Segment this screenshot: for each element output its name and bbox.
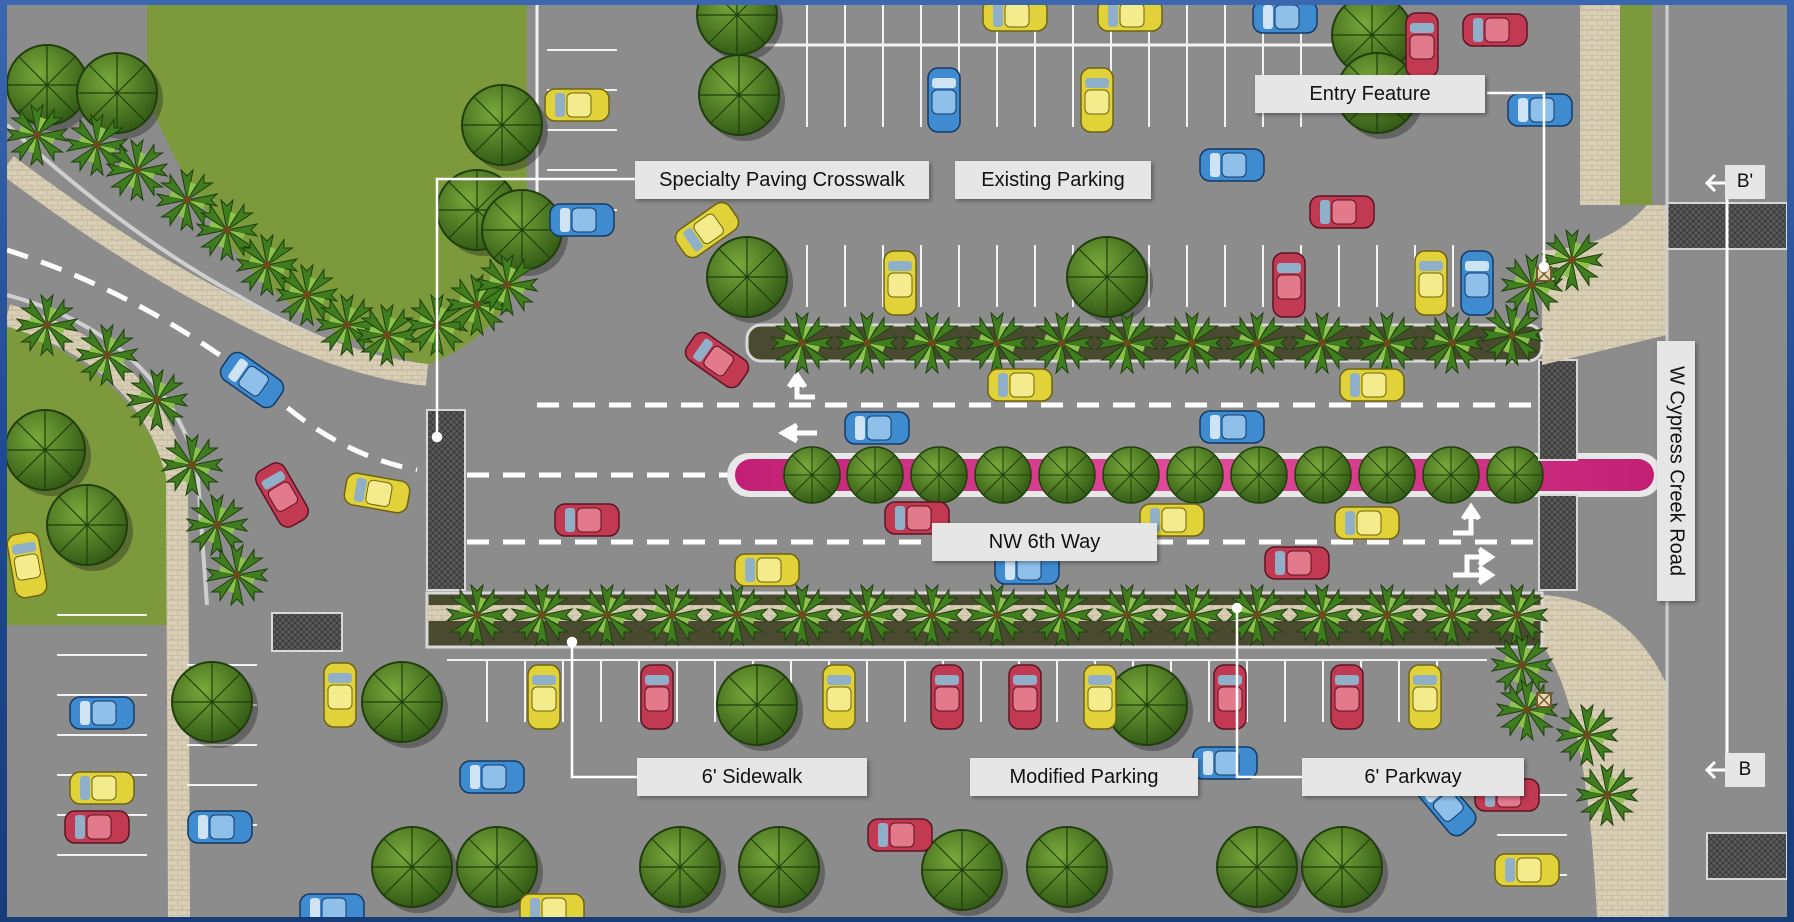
lawn-area-west xyxy=(7,325,187,625)
curved-sidewalk xyxy=(7,156,429,386)
label-road-name: W Cypress Creek Road xyxy=(1657,341,1695,601)
section-cut-line xyxy=(1704,173,1729,780)
specialty-paving-crosswalk-east-south xyxy=(1538,494,1578,591)
label-sidewalk: 6' Sidewalk xyxy=(637,758,867,796)
label-street-name: NW 6th Way xyxy=(932,523,1157,561)
section-marker-upper: B' xyxy=(1725,165,1765,199)
driveway-paving-south xyxy=(1706,832,1787,880)
road-name-text: W Cypress Creek Road xyxy=(1665,365,1688,577)
driveway-paving-west xyxy=(271,612,343,652)
section-marker-lower: B xyxy=(1725,753,1765,787)
lane-stripe xyxy=(7,247,418,473)
specialty-paving-crosswalk-east-north xyxy=(1538,359,1578,461)
leader-lines xyxy=(431,91,1550,779)
traffic-arrow-icon xyxy=(777,370,1496,586)
entry-plaza-south xyxy=(1542,595,1667,917)
site-plan-drawing xyxy=(7,5,1787,917)
label-entry-feature: Entry Feature xyxy=(1255,75,1485,113)
sidewalk-east-north xyxy=(1580,5,1620,205)
label-parkway: 6' Parkway xyxy=(1302,758,1524,796)
site-plan[interactable]: Entry Feature Specialty Paving Crosswalk… xyxy=(7,5,1787,917)
parkway-east xyxy=(1620,5,1652,205)
label-modified-parking: Modified Parking xyxy=(970,758,1198,796)
entry-plaza-north xyxy=(1542,205,1667,365)
label-specialty-paving-crosswalk: Specialty Paving Crosswalk xyxy=(635,161,929,199)
lawn-area xyxy=(147,5,527,365)
label-existing-parking: Existing Parking xyxy=(955,161,1151,199)
